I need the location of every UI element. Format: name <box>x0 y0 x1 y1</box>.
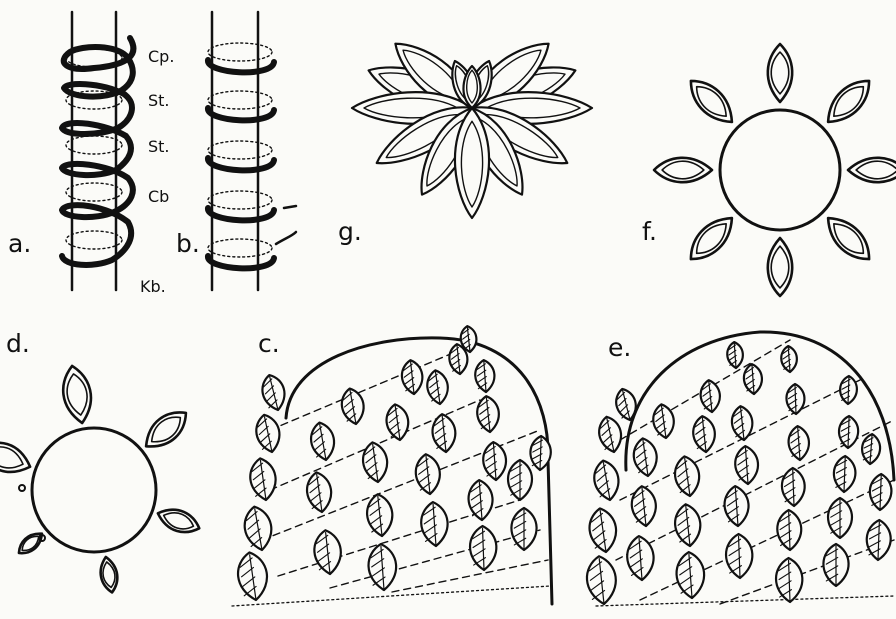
label-panel-e: e. <box>608 333 631 362</box>
shoot-c-leaf-16 <box>414 453 442 495</box>
shoot-e-leaf-17 <box>734 445 759 484</box>
shoot-e-leaf-18 <box>730 405 754 441</box>
shoot-e-leaf-27 <box>833 456 856 493</box>
shoot-c-leaf-13 <box>384 403 410 442</box>
shoot-e-leaf-1 <box>585 555 619 606</box>
shoot-e-leaf-28 <box>838 416 858 449</box>
shoot-e-leaf-4 <box>596 415 625 455</box>
leaf-whorl-6 <box>682 209 740 267</box>
annotation-cb: Cb <box>148 187 169 206</box>
shoot-e-leaf-33 <box>726 342 743 369</box>
label-panel-c: c. <box>258 329 280 358</box>
panel-a-spiral-stem <box>62 12 133 290</box>
shoot-c-leaf-2 <box>241 504 275 552</box>
shoot-c-leaf-3 <box>248 457 279 502</box>
shoot-c-leaf-12 <box>361 441 390 484</box>
leaf-spiral-2 <box>138 404 194 456</box>
leaf-whorl-1 <box>768 44 792 102</box>
panel-g-leaf-rosette <box>352 31 592 218</box>
leaf-whorl-8 <box>682 72 740 130</box>
leaf-spiral-5 <box>98 556 120 594</box>
shoot-e-leaf-3 <box>591 459 622 503</box>
shoot-e-leaf-30 <box>866 520 891 561</box>
annotation-st-1: St. <box>148 91 170 110</box>
label-panel-d: d. <box>6 329 30 358</box>
leaf-whorl-5 <box>768 238 792 296</box>
shoot-c-leaf-8 <box>308 421 337 462</box>
shoot-e-leaf-20 <box>775 558 803 603</box>
leaf-whorl-7 <box>654 158 712 182</box>
annotation-cp: Cp. <box>148 47 174 66</box>
shoot-c-leaf-1 <box>235 550 270 602</box>
panel-f-whorl-circle <box>654 44 896 296</box>
shoot-e-leaf-32 <box>861 433 881 464</box>
shoot-c-leaf-15 <box>420 501 449 547</box>
shoot-c-leaf-17 <box>431 413 458 453</box>
annotation-kb: Kb. <box>140 277 166 296</box>
leaf-spiral-3 <box>0 436 35 480</box>
shoot-c-leaf-18 <box>425 369 450 406</box>
label-panel-g: g. <box>338 217 362 246</box>
shoot-c-leaf-25 <box>511 508 536 550</box>
leaf-whorl-2 <box>819 72 877 130</box>
shoot-e-leaf-13 <box>692 415 717 453</box>
shoot-c-leaf-9 <box>339 387 366 426</box>
leaf-spiral-1 <box>59 364 96 426</box>
shoot-e-leaf-2 <box>587 507 619 554</box>
shoot-c-leaf-21 <box>467 479 494 521</box>
panel-b-whorled-stem <box>208 12 296 290</box>
leaf-whorl-4 <box>819 209 877 267</box>
shoot-c-leaf-7 <box>305 471 334 514</box>
shoot-e-leaf-14 <box>699 379 721 413</box>
shoot-c-leaf-11 <box>365 493 394 537</box>
panel-e-shoot-apex <box>585 332 894 606</box>
shoot-e-leaf-21 <box>777 510 802 551</box>
shoot-e-leaf-34 <box>780 346 797 373</box>
panel-c-shoot-apex <box>232 325 552 606</box>
shoot-e-leaf-7 <box>630 485 658 527</box>
shoot-c-leaf-24 <box>474 359 495 392</box>
shoot-c-leaf-14 <box>400 359 424 395</box>
leaf-spiral-4 <box>154 504 202 538</box>
shoot-c-leaf-5 <box>259 372 289 412</box>
shoot-e-leaf-29 <box>840 376 858 405</box>
shoot-e-leaf-25 <box>823 544 848 586</box>
label-panel-b: b. <box>176 229 200 258</box>
shoot-e-leaf-26 <box>828 498 852 538</box>
shoot-e-leaf-22 <box>781 468 805 507</box>
label-panel-f: f. <box>642 217 657 246</box>
shoot-e-leaf-8 <box>631 437 659 478</box>
shoot-c-leaf-10 <box>367 543 398 591</box>
panel-d-spiral-circle <box>0 364 203 594</box>
shoot-e-leaf-11 <box>673 503 702 547</box>
shoot-c-leaf-26 <box>508 460 532 500</box>
shoot-e-leaf-10 <box>675 551 706 599</box>
leaf-spiral-6 <box>15 529 47 559</box>
shoot-e-leaf-16 <box>723 485 750 527</box>
annotation-st-2: St. <box>148 137 170 156</box>
shoot-c-leaf-6 <box>312 529 343 576</box>
shoot-e-leaf-31 <box>869 474 892 511</box>
leaf-whorl-3 <box>848 158 896 182</box>
shoot-e-leaf-15 <box>725 534 753 579</box>
shoot-e-leaf-9 <box>651 403 676 440</box>
shoot-e-leaf-24 <box>786 384 805 415</box>
shoot-e-leaf-5 <box>613 387 639 423</box>
shoot-e-leaf-23 <box>787 425 810 460</box>
shoot-c-leaf-20 <box>469 526 497 571</box>
shoot-e-leaf-19 <box>743 363 763 394</box>
shoot-c-leaf-4 <box>253 412 283 454</box>
label-panel-a: a. <box>8 229 31 258</box>
shoot-c-leaf-22 <box>482 441 507 480</box>
